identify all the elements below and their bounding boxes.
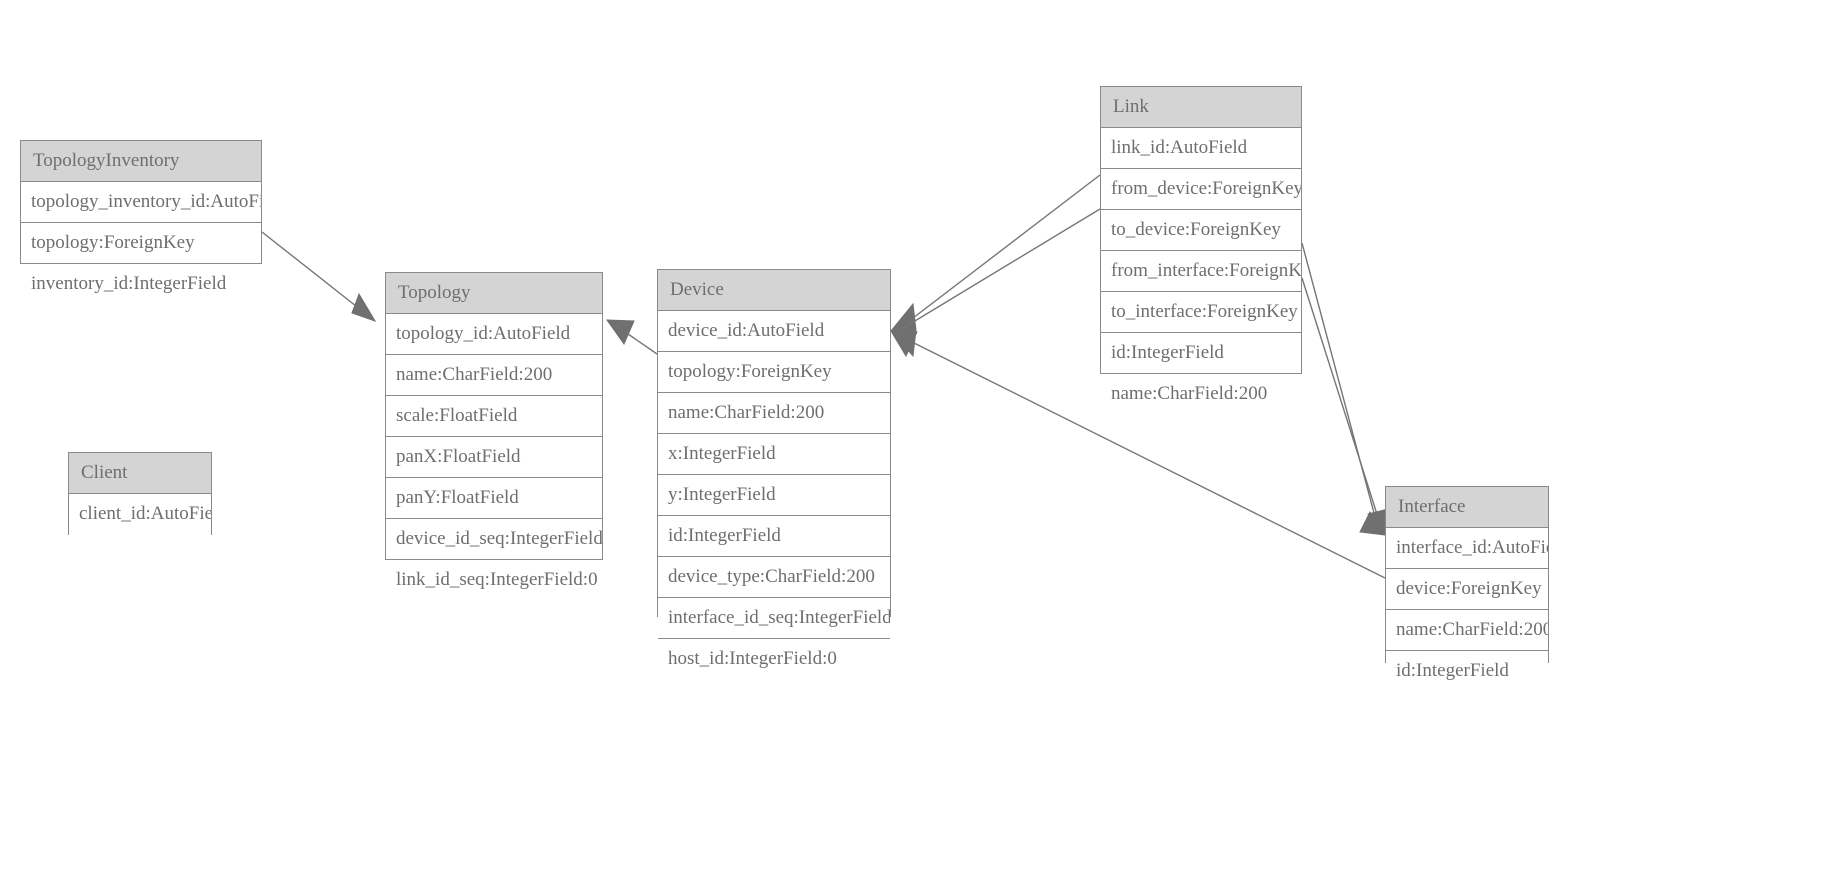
entity-field: topology_id:AutoField [386, 314, 602, 355]
entity-field: interface_id_seq:IntegerField:0 [658, 598, 890, 639]
entity-field: from_interface:ForeignKey [1101, 251, 1301, 292]
relation-link-to-interface-to-interface [1301, 277, 1389, 537]
relation-device-to-topology [606, 319, 658, 355]
entity-field: to_device:ForeignKey [1101, 210, 1301, 251]
relation-line [1301, 242, 1379, 529]
entity-field: host_id:IntegerField:0 [658, 639, 890, 680]
entity-field: device_id:AutoField [658, 311, 890, 352]
entity-field: topology_inventory_id:AutoField [21, 182, 261, 223]
entity-field: id:IntegerField [1386, 651, 1548, 692]
entity-field: id:IntegerField [658, 516, 890, 557]
entity-interface[interactable]: Interfaceinterface_id:AutoFielddevice:Fo… [1385, 486, 1549, 692]
entity-title-link: Link [1101, 87, 1301, 128]
relation-arrowhead-icon [889, 302, 917, 332]
entity-field: device_type:CharField:200 [658, 557, 890, 598]
entity-field: name:CharField:200 [1101, 374, 1301, 415]
relation-line [899, 208, 1101, 331]
relation-topologyinventory-to-topology [261, 231, 377, 322]
entity-title-interface: Interface [1386, 487, 1548, 528]
relation-arrowhead-icon [606, 319, 635, 346]
entity-title-client: Client [69, 453, 211, 494]
relation-line [614, 324, 658, 355]
relation-arrowhead-icon [1359, 510, 1387, 536]
entity-field: device:ForeignKey [1386, 569, 1548, 610]
entity-field: y:IntegerField [658, 475, 890, 516]
relation-arrowhead-icon [890, 330, 918, 358]
entity-field: panX:FloatField [386, 437, 602, 478]
entity-field: name:CharField:200 [1386, 610, 1548, 651]
entity-field: interface_id:AutoField [1386, 528, 1548, 569]
relation-line [1301, 277, 1383, 531]
entity-field: topology:ForeignKey [658, 352, 890, 393]
entity-field: link_id:AutoField [1101, 128, 1301, 169]
entity-field: link_id_seq:IntegerField:0 [386, 560, 602, 601]
entity-field: name:CharField:200 [386, 355, 602, 396]
entity-title-device: Device [658, 270, 890, 311]
relation-link-from-device-to-device [889, 174, 1101, 332]
entity-field: x:IntegerField [658, 434, 890, 475]
entity-field: from_device:ForeignKey [1101, 169, 1301, 210]
entity-field: id:IntegerField [1101, 333, 1301, 374]
relation-link-to-device-to-device [889, 208, 1101, 358]
entity-field: to_interface:ForeignKey [1101, 292, 1301, 333]
relation-arrowhead-icon [351, 292, 377, 322]
relation-link-from-interface-to-interface [1301, 242, 1387, 536]
entity-field: device_id_seq:IntegerField:0 [386, 519, 602, 560]
relation-line [261, 231, 376, 322]
entity-field: topology:ForeignKey [21, 223, 261, 264]
entity-title-topology-inventory: TopologyInventory [21, 141, 261, 182]
entity-field: client_id:AutoField [69, 494, 211, 535]
entity-title-topology: Topology [386, 273, 602, 314]
entity-field: scale:FloatField [386, 396, 602, 437]
relation-line [899, 174, 1101, 329]
entity-field: inventory_id:IntegerField [21, 264, 261, 305]
relation-arrowhead-icon [889, 329, 917, 358]
entity-field: name:CharField:200 [658, 393, 890, 434]
entity-field: panY:FloatField [386, 478, 602, 519]
